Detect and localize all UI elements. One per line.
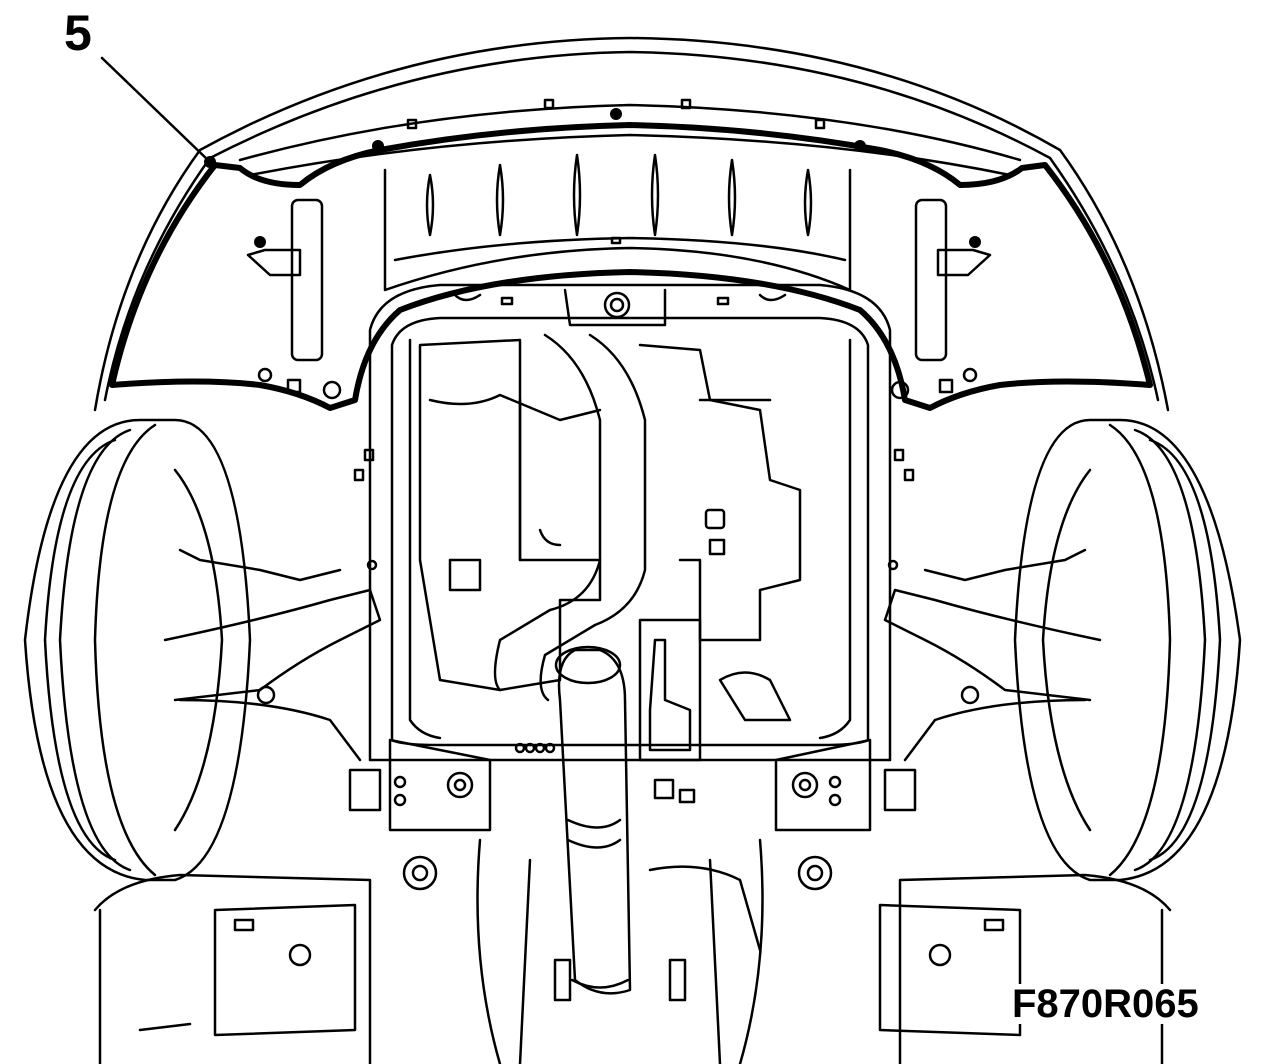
bumper-clips xyxy=(254,98,981,248)
callout-leader-line xyxy=(100,56,212,164)
transmission xyxy=(638,618,702,804)
subframe-mounts xyxy=(348,738,917,891)
exhaust-pipe xyxy=(493,333,647,995)
callout-dot xyxy=(204,156,216,168)
engine-subframe xyxy=(368,283,892,762)
figure-code-label: F870R065 xyxy=(1010,982,1201,1026)
left-bracket xyxy=(246,198,324,394)
front-bumper xyxy=(93,36,1170,412)
bumper-trim-highlight xyxy=(109,122,1153,411)
right-bracket xyxy=(914,198,992,394)
right-front-wheel xyxy=(1013,418,1242,882)
left-front-wheel xyxy=(23,418,252,882)
lower-grille xyxy=(383,153,852,292)
detail-marks xyxy=(322,380,915,754)
right-control-arm xyxy=(883,548,1102,762)
left-control-arm xyxy=(163,548,382,762)
floor-panel xyxy=(93,838,1172,1064)
callout-number-label: 5 xyxy=(64,5,92,61)
engine-block xyxy=(418,338,802,722)
